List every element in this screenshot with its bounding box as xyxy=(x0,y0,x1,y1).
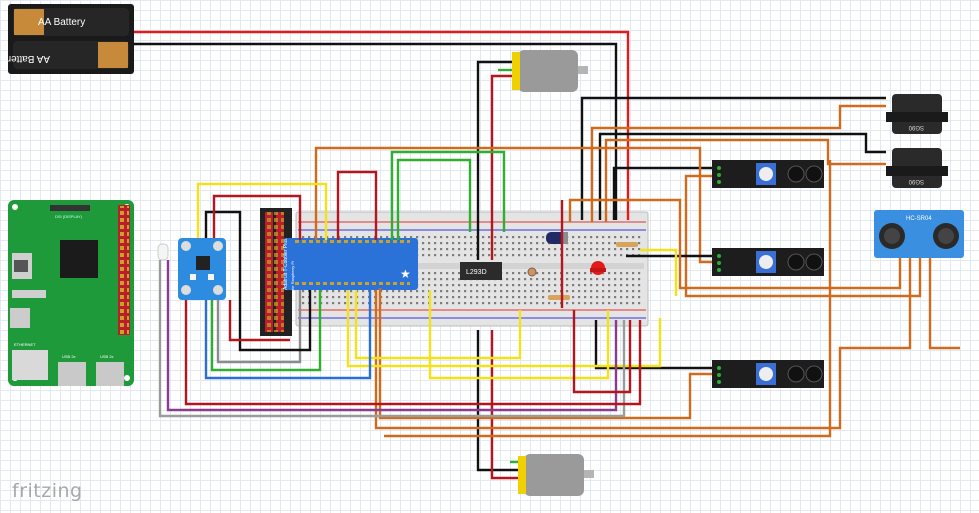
wire-yellow xyxy=(354,290,522,360)
servo-top: SG90 xyxy=(886,94,948,134)
dc-motor-top xyxy=(512,50,588,92)
wire-black xyxy=(134,42,618,220)
wire-yellow xyxy=(196,182,328,240)
servo-bottom: SG90 xyxy=(886,148,948,188)
capacitor xyxy=(546,232,568,244)
wire-blue xyxy=(204,290,372,380)
wire-darkred xyxy=(184,300,642,406)
ir-sensor-3 xyxy=(712,360,824,388)
wire-darkred xyxy=(212,194,302,240)
battery-label-bottom: AA Battery xyxy=(3,53,50,64)
ir-sensor-1 xyxy=(712,160,824,188)
photoresistor xyxy=(527,267,537,277)
servo-label-bottom: SG90 xyxy=(908,178,924,184)
wire-gray xyxy=(216,290,302,364)
wire-yellow xyxy=(428,290,610,380)
wire-orange xyxy=(928,258,960,350)
servo-label-top: SG90 xyxy=(908,124,924,130)
fritzing-brand: fritzing xyxy=(12,480,83,502)
wire-black xyxy=(612,166,712,220)
wire-orange xyxy=(590,104,886,222)
resistor-bottom xyxy=(548,295,570,300)
wire-orange xyxy=(684,174,922,298)
red-led xyxy=(590,261,606,275)
ethernet-label: ETHERNET xyxy=(14,342,36,347)
wire-darkred xyxy=(490,74,512,260)
wire-red xyxy=(134,30,630,220)
wire-orange xyxy=(384,160,832,438)
wire-darkred xyxy=(490,330,518,480)
ultrasonic-sensor: HC-SR04 xyxy=(874,210,964,258)
l293d-chip: L293D xyxy=(460,262,502,280)
wire-darkred xyxy=(336,170,378,240)
cobbler-star-icon: ★ xyxy=(400,267,411,281)
wire-orange xyxy=(378,288,712,420)
usb-label-right: USB 2x xyxy=(100,354,114,359)
wire-black xyxy=(476,330,518,472)
wire-orange xyxy=(314,146,712,264)
wire-purple xyxy=(166,260,618,412)
wire-darkred xyxy=(572,310,632,394)
white-led xyxy=(157,243,169,261)
ultrasonic-label: HC-SR04 xyxy=(906,216,932,222)
resistor-top xyxy=(616,242,638,247)
wire-black xyxy=(476,60,512,260)
raspberry-pi-board: DSI (DISPLAY) ETHERNET USB 2x USB 2x xyxy=(8,200,134,386)
wire-yellow xyxy=(346,290,662,368)
color-sensor-module xyxy=(178,238,226,300)
wire-green xyxy=(396,158,472,240)
wire-gray xyxy=(158,260,626,418)
wire-black xyxy=(594,320,712,370)
battery-pack: AA Battery AA Battery xyxy=(3,4,134,74)
dsi-label: DSI (DISPLAY) xyxy=(55,214,83,219)
wire-orange xyxy=(568,198,902,290)
wires xyxy=(134,30,960,480)
wire-black xyxy=(598,132,886,220)
wire-darkred xyxy=(228,300,290,342)
wire-black xyxy=(580,96,886,220)
battery-label-top: AA Battery xyxy=(38,17,85,28)
wire-black xyxy=(204,210,312,352)
t-cobbler: Adafruit T-Cobbler Plus for Raspberry Pi… xyxy=(260,208,418,336)
wire-green xyxy=(210,290,322,372)
chip-label: L293D xyxy=(466,269,487,276)
ir-sensor-2 xyxy=(712,248,824,276)
wire-green xyxy=(390,150,506,240)
cobbler-subtitle: for Raspberry Pi xyxy=(290,261,295,290)
cobbler-title: Adafruit T-Cobbler Plus xyxy=(283,238,289,290)
wire-yellow xyxy=(640,248,678,296)
dc-motor-bottom xyxy=(518,454,594,496)
usb-label-left: USB 2x xyxy=(62,354,76,359)
wire-orange xyxy=(604,138,886,222)
